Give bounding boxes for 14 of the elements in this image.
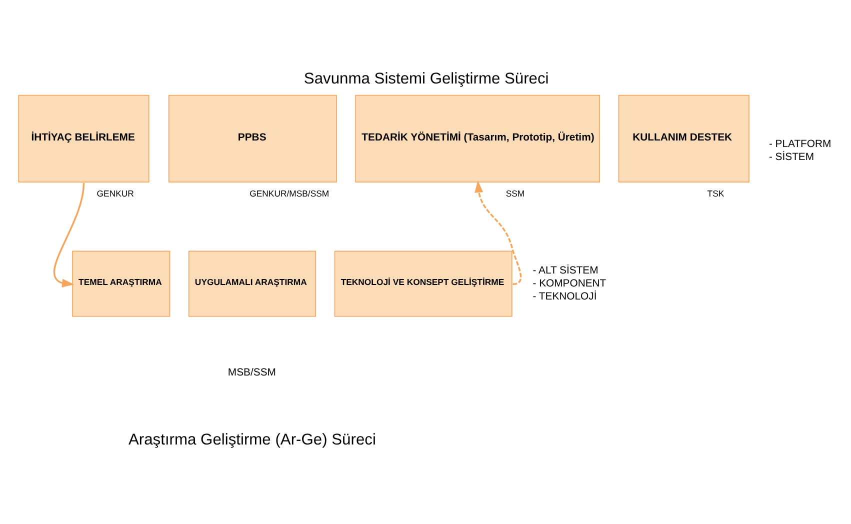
arrow	[54, 182, 85, 288]
node-label: GENKUR	[96, 188, 134, 198]
node-label: TSK	[707, 188, 724, 198]
label: - SİSTEM	[768, 152, 814, 164]
arrow	[474, 180, 522, 285]
label: - TEKNOLOJİ	[532, 291, 597, 302]
node-label: GENKUR/MSB/SSM	[250, 188, 330, 198]
diagram-title: Savunma Sistemi Geliştirme Süreci	[304, 70, 549, 88]
node-label: SSM	[506, 188, 525, 198]
label: MSB/SSM	[228, 367, 276, 378]
label: - ALT SİSTEM	[532, 265, 598, 276]
label: - KOMPONENT	[532, 278, 606, 290]
caption: Araştırma Geliştirme (Ar-Ge) Süreci	[128, 432, 376, 449]
label: - PLATFORM	[768, 139, 832, 150]
